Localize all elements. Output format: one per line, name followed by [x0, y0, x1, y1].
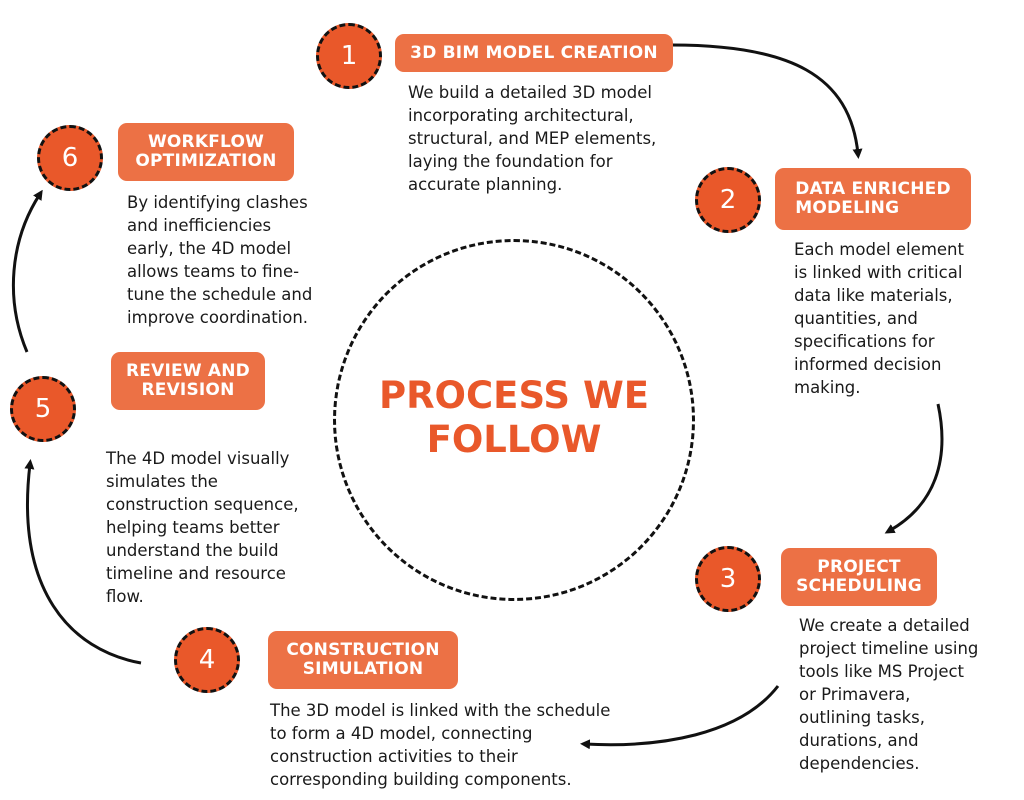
step-2-number: 2: [719, 185, 737, 215]
step-4-number-badge: 4: [174, 627, 240, 693]
step-3-number: 3: [719, 564, 737, 594]
step-4-number: 4: [198, 645, 216, 675]
step-5-title: REVIEW AND REVISION: [126, 361, 250, 400]
step-4-title: CONSTRUCTION SIMULATION: [286, 640, 440, 679]
step-1-title-pill: 3D BIM MODEL CREATION: [395, 34, 673, 72]
step-6-title-pill: WORKFLOW OPTIMIZATION: [118, 123, 294, 181]
step-2-title: DATA ENRICHED MODELING: [795, 179, 951, 218]
arrow-4-to-5: [24, 459, 142, 665]
step-3-title-pill: PROJECT SCHEDULING: [781, 548, 937, 606]
step-3-number-badge: 3: [695, 546, 761, 612]
step-5-title-pill: REVIEW AND REVISION: [111, 352, 265, 410]
arrow-2-to-3: [884, 403, 944, 534]
step-2-number-badge: 2: [695, 167, 761, 233]
step-4-description: The 3D model is linked with the schedule…: [270, 701, 611, 789]
step-5-description: The 4D model visually simulates the cons…: [106, 449, 299, 606]
step-1-description: We build a detailed 3D model incorporati…: [408, 83, 657, 194]
step-3-title: PROJECT SCHEDULING: [796, 557, 922, 596]
step-4-title-pill: CONSTRUCTION SIMULATION: [268, 631, 458, 689]
arrow-3-to-4: [580, 685, 780, 750]
step-1-number: 1: [340, 41, 358, 71]
step-3-description: We create a detailed project timeline us…: [799, 616, 979, 773]
step-2-title-pill: DATA ENRICHED MODELING: [775, 168, 971, 230]
step-1-number-badge: 1: [316, 23, 382, 89]
arrow-5-to-6: [11, 189, 43, 353]
step-1-title: 3D BIM MODEL CREATION: [410, 42, 658, 63]
step-6-number: 6: [61, 143, 79, 173]
arrow-1-to-2: [671, 43, 863, 159]
step-5-number: 5: [34, 394, 52, 424]
center-circle: PROCESS WE FOLLOW: [333, 239, 695, 601]
step-5-number-badge: 5: [10, 376, 76, 442]
center-title: PROCESS WE FOLLOW: [378, 374, 650, 461]
step-2-description: Each model element is linked with critic…: [794, 240, 964, 397]
step-6-description: By identifying clashes and inefficiencie…: [127, 193, 313, 327]
step-6-title: WORKFLOW OPTIMIZATION: [135, 132, 277, 171]
step-6-number-badge: 6: [37, 125, 103, 191]
